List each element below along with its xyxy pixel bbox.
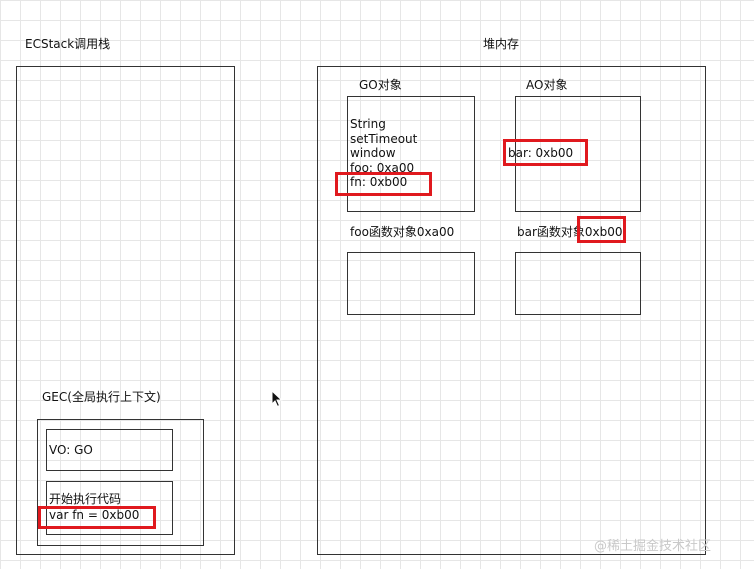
go-prop-foo: foo: 0xa00 xyxy=(350,160,415,175)
bar-object-box xyxy=(515,252,641,315)
vo-box xyxy=(46,429,173,471)
heap-container xyxy=(317,66,706,555)
gec-container xyxy=(37,419,204,546)
vo-label: VO: GO xyxy=(49,443,93,457)
go-prop-window: window xyxy=(350,146,396,160)
ao-prop-bar: bar: 0xb00 xyxy=(508,146,574,160)
code-line-start: 开始执行代码 xyxy=(49,492,122,506)
go-title: GO对象 xyxy=(359,78,402,92)
go-property-list: String setTimeout window foo: 0xa00 fn: … xyxy=(350,117,417,190)
go-prop-string: String xyxy=(350,117,386,131)
ecstack-container xyxy=(16,66,235,555)
ao-box xyxy=(515,96,641,212)
foo-object-title: foo函数对象0xa00 xyxy=(350,225,455,239)
gec-title: GEC(全局执行上下文) xyxy=(42,390,161,404)
highlight-var-fn xyxy=(38,506,156,529)
watermark-text: @稀土掘金技术社区 xyxy=(594,539,712,554)
code-line-var-fn: var fn = 0xb00 xyxy=(49,508,140,522)
foo-object-box xyxy=(347,252,475,315)
go-prop-fn: fn: 0xb00 xyxy=(350,175,408,189)
ao-title: AO对象 xyxy=(526,78,568,92)
heap-title: 堆内存 xyxy=(483,37,520,51)
go-box xyxy=(347,96,475,212)
highlight-bar-address xyxy=(577,216,626,243)
highlight-ao-bar xyxy=(503,139,588,166)
mouse-cursor-icon xyxy=(271,390,283,408)
bar-object-title: bar函数对象0xb00 xyxy=(517,225,623,239)
go-prop-settimeout: setTimeout xyxy=(350,131,418,146)
ecstack-title: ECStack调用栈 xyxy=(25,37,111,51)
highlight-go-fn xyxy=(335,172,432,196)
